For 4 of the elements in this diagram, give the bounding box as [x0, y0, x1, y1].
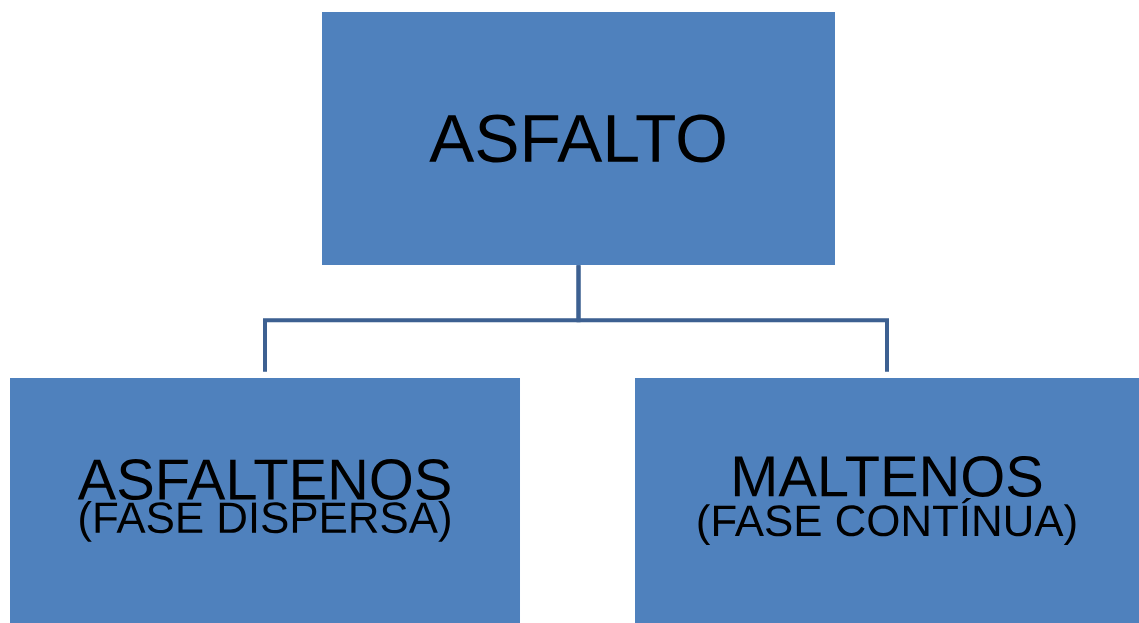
box: ASFALTENOS (FASE DISPERSA) [10, 378, 520, 623]
box: MALTENOS (FASE CONTÍNUA) [635, 378, 1139, 623]
connector-line [576, 265, 889, 372]
box: ASFALTO [322, 12, 835, 265]
